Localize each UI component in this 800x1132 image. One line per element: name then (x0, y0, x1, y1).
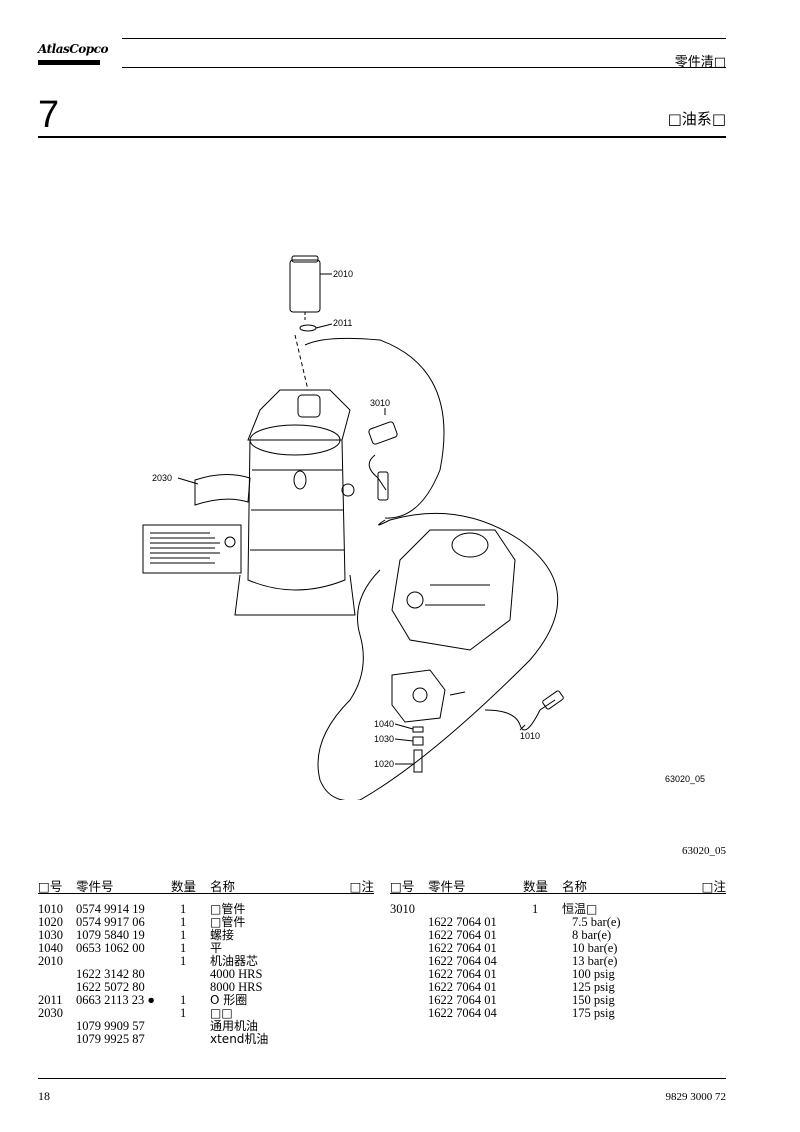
oil-hose-upper (304, 337, 445, 519)
exploded-parts-drawing: 2010 2011 3010 2030 1040 1030 1020 1010 … (130, 240, 730, 802)
header-bottom-rule (122, 67, 726, 68)
figure-reference: 63020_05 (682, 845, 726, 857)
o-ring-2011 (299, 324, 317, 332)
chapter-title-text: 油系 (681, 110, 712, 128)
missing-glyph-icon: □ (349, 879, 362, 894)
header-note: □注 (349, 879, 374, 894)
thermostat-3010 (368, 421, 398, 501)
missing-glyph-icon: □ (38, 879, 50, 894)
document-number: 9829 3000 72 (665, 1091, 727, 1103)
page-number: 18 (38, 1089, 50, 1103)
separator-vessel (234, 334, 356, 616)
drawing-id: 63020_05 (665, 774, 705, 784)
callout-3010: 3010 (370, 398, 390, 408)
oil-hose-lower (317, 512, 559, 802)
callout-2011: 2011 (333, 318, 352, 328)
logo-bar (38, 60, 100, 65)
callout-1030: 1030 (374, 734, 394, 744)
chapter-title: □油系□ (668, 108, 726, 129)
missing-glyph-icon: □ (701, 879, 714, 894)
header-name: 名称 (210, 879, 236, 894)
oil-system-drawing: 2010 2011 3010 2030 1040 1030 1020 1010 … (142, 255, 705, 802)
oil-filter-2010 (289, 255, 321, 322)
table-right-rule (390, 893, 726, 894)
missing-glyph-icon: □ (713, 55, 726, 70)
header-qty: 数量 (171, 879, 197, 894)
callout-2030: 2030 (152, 473, 172, 483)
callout-2010: 2010 (333, 269, 353, 279)
header-top-rule (122, 38, 726, 39)
table-left-rule (38, 893, 374, 894)
washer-1040 (412, 726, 424, 733)
missing-glyph-icon: □ (711, 110, 726, 128)
header-pos: □号 (38, 879, 63, 894)
callout-1010: 1010 (520, 731, 540, 741)
callout-1040: 1040 (374, 719, 394, 729)
header-note: □注 (701, 879, 726, 894)
brand-wordmark: AtlasCopco (38, 42, 109, 56)
missing-glyph-icon: □ (210, 915, 222, 929)
chapter-number: 7 (38, 94, 60, 136)
section-label: 零件清□ (675, 51, 726, 70)
union-1030 (412, 736, 424, 746)
missing-glyph-icon: □ (586, 902, 598, 916)
header-name: 名称 (562, 879, 588, 894)
atlas-copco-logo: AtlasCopco (38, 42, 109, 68)
missing-glyph-icon: □ (667, 110, 682, 128)
compressor-element (391, 529, 516, 651)
label-sheet-2030 (142, 474, 251, 574)
missing-glyph-icon: □ (210, 902, 222, 916)
callout-1020: 1020 (374, 759, 394, 769)
oil-stop-valve (391, 669, 466, 723)
hose-1010 (484, 699, 556, 731)
header-pos: □号 (390, 879, 415, 894)
section-label-text: 零件清 (674, 55, 714, 70)
missing-glyph-icon: □□ (210, 1006, 233, 1020)
fitting-1020 (413, 749, 423, 773)
footer-rule (38, 1078, 726, 1079)
missing-glyph-icon: □ (390, 879, 402, 894)
header-part-no: 零件号 (428, 879, 466, 894)
header-qty: 数量 (523, 879, 549, 894)
chapter-rule (38, 136, 726, 138)
header-part-no: 零件号 (76, 879, 114, 894)
